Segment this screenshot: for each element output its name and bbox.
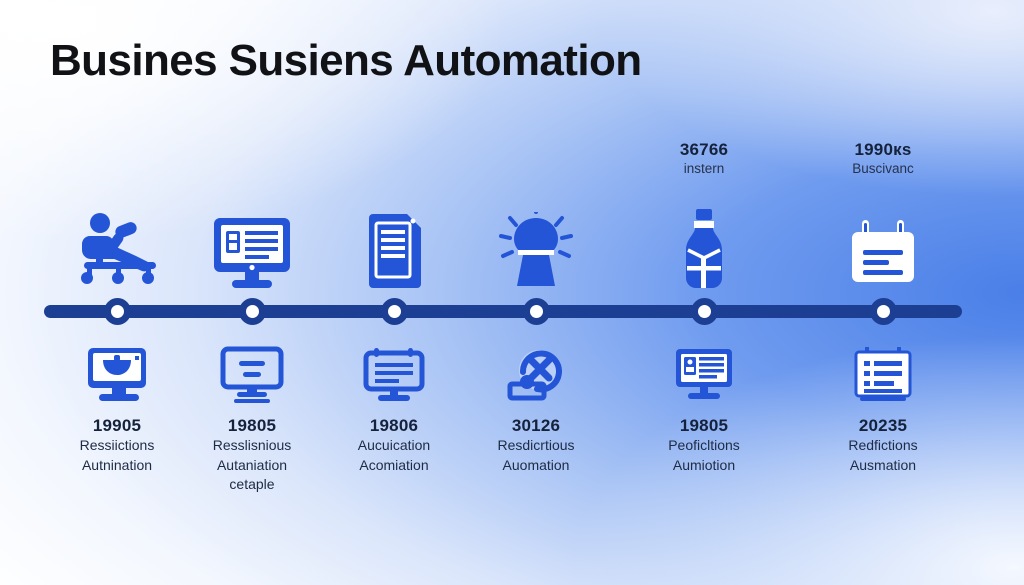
top-slot-2: [167, 140, 337, 290]
notepad-calendar-icon[interactable]: [798, 202, 968, 290]
timeline-column-6: 1990кs Buscivanc: [798, 0, 968, 585]
person-in-office-chair-icon[interactable]: [32, 202, 202, 290]
bottom-label-3: 19806 Aucuication Acomiation: [309, 415, 479, 475]
timeline-rail: [44, 305, 962, 318]
timeline-node-6[interactable]: [869, 298, 897, 325]
timeline-column-5: 36766 instern: [619, 0, 789, 585]
bottom-line1-6: Redfictions: [848, 437, 918, 453]
bottom-line1-2: Resslisnious: [212, 437, 292, 453]
bottom-number-1: 19905: [92, 416, 142, 435]
user-cancel-circle-icon[interactable]: [451, 345, 621, 405]
timeline-node-3[interactable]: [380, 298, 408, 325]
bottom-number-4: 30126: [511, 416, 561, 435]
bottom-line2-2: Autaniation: [216, 456, 288, 473]
top-slot-5: 36766 instern: [619, 140, 789, 290]
bottom-slot-4: 30126 Resdicrtious Auomation: [451, 345, 621, 475]
bottom-slot-1: 19905 Ressiictions Autnination: [32, 345, 202, 475]
bottom-line3-2: cetaple: [229, 476, 275, 492]
monitor-text-icon[interactable]: [167, 345, 337, 405]
timeline-column-3: 19806 Aucuication Acomiation: [309, 0, 479, 585]
bottom-line1-4: Resdicrtious: [497, 437, 575, 453]
timeline-node-1[interactable]: [103, 298, 131, 325]
timeline-column-2: 19805 Resslisnious Autaniation cetaple: [167, 0, 337, 585]
bottom-slot-5: 19805 Peoficltions Aumiotion: [619, 345, 789, 475]
bottom-line2-5: Aumiotion: [672, 456, 736, 473]
timeline-column-1: 19905 Ressiictions Autnination: [32, 0, 202, 585]
bottom-line1-3: Aucuication: [357, 437, 431, 453]
bottom-number-6: 20235: [858, 416, 908, 435]
bottom-number-2: 19805: [227, 416, 277, 435]
stacked-documents-icon[interactable]: [309, 202, 479, 290]
bottom-slot-3: 19806 Aucuication Acomiation: [309, 345, 479, 475]
bottom-number-5: 19805: [679, 416, 729, 435]
desktop-monitor-document-icon[interactable]: [167, 202, 337, 290]
top-label-5: 36766 instern: [619, 140, 789, 177]
monitor-board-lines-icon[interactable]: [309, 345, 479, 405]
bottom-label-5: 19805 Peoficltions Aumiotion: [619, 415, 789, 475]
top-text-5: instern: [683, 161, 725, 176]
top-slot-4: [451, 140, 621, 290]
timeline-node-4[interactable]: [522, 298, 550, 325]
bottom-slot-6: 20235 Redfictions Ausmation: [798, 345, 968, 475]
timeline-column-4: 30126 Resdicrtious Auomation: [451, 0, 621, 585]
bottom-label-4: 30126 Resdicrtious Auomation: [451, 415, 621, 475]
timeline-node-2[interactable]: [238, 298, 266, 325]
bottom-line2-6: Ausmation: [849, 456, 917, 473]
water-bottle-icon[interactable]: [619, 202, 789, 290]
bottom-line1-1: Ressiictions: [79, 437, 155, 453]
top-number-6: 1990кs: [854, 140, 912, 159]
bottom-number-3: 19806: [369, 416, 419, 435]
top-label-6: 1990кs Buscivanc: [798, 140, 968, 177]
timeline-node-5[interactable]: [690, 298, 718, 325]
clipboard-list-icon[interactable]: [798, 345, 968, 405]
monitor-profile-card-icon[interactable]: [619, 345, 789, 405]
top-slot-6: 1990кs Buscivanc: [798, 140, 968, 290]
top-slot-3: [309, 140, 479, 290]
bottom-line1-5: Peoficltions: [668, 437, 740, 453]
bottom-line2-4: Auomation: [502, 456, 570, 473]
bottom-label-1: 19905 Ressiictions Autnination: [32, 415, 202, 475]
page-title: Busines Susiens Automation: [50, 36, 642, 85]
bottom-line2-1: Autnination: [81, 456, 153, 473]
bottom-label-6: 20235 Redfictions Ausmation: [798, 415, 968, 475]
bottom-line2-3: Acomiation: [359, 456, 429, 473]
monitor-chart-icon[interactable]: [32, 345, 202, 405]
lightbulb-idea-icon[interactable]: [451, 202, 621, 290]
top-number-5: 36766: [679, 140, 729, 159]
bottom-slot-2: 19805 Resslisnious Autaniation cetaple: [167, 345, 337, 495]
top-slot-1: [32, 140, 202, 290]
top-text-6: Buscivanc: [852, 161, 914, 176]
bottom-label-2: 19805 Resslisnious Autaniation cetaple: [167, 415, 337, 495]
